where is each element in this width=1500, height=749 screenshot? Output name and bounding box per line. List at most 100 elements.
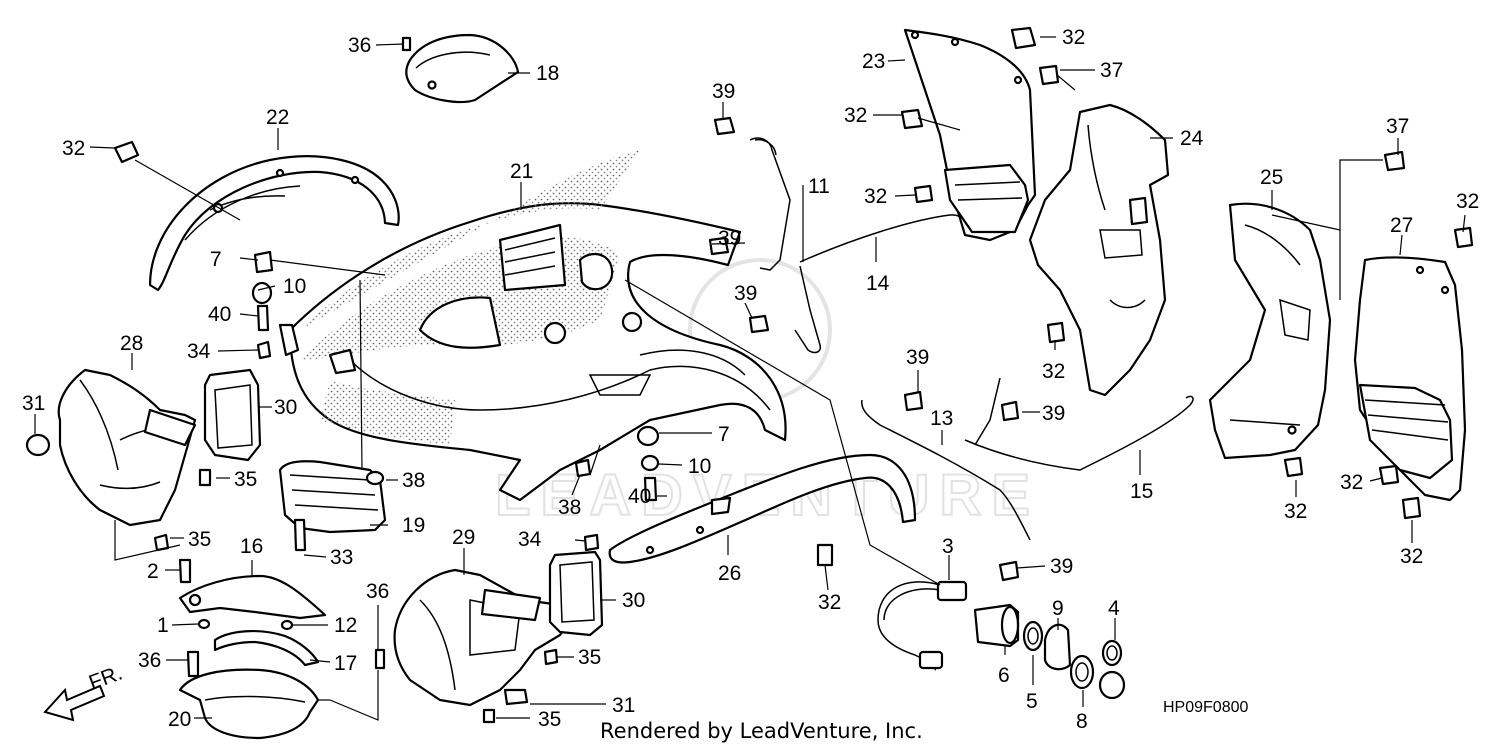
- callout-10-a: 10: [283, 275, 306, 298]
- diagram-code: HP09F0800: [1163, 699, 1248, 716]
- callout-5: 5: [1026, 690, 1038, 713]
- callout-39-b: 39: [718, 227, 741, 250]
- callout-1: 1: [157, 614, 169, 637]
- part-cap-9: [1043, 623, 1072, 671]
- callout-12: 12: [334, 614, 357, 637]
- callout-34-b: 34: [518, 528, 542, 551]
- part-socket-6: [973, 603, 1020, 648]
- callout-38-b: 38: [558, 496, 581, 519]
- callout-37-b: 37: [1386, 115, 1409, 138]
- callout-36-b: 36: [138, 649, 161, 672]
- callout-32-d: 32: [844, 104, 867, 127]
- part-duct-30a: [203, 368, 262, 462]
- callout-35-a: 35: [234, 468, 257, 491]
- callout-31-a: 31: [22, 392, 45, 415]
- callout-10-b: 10: [688, 455, 711, 478]
- callout-18: 18: [536, 62, 559, 85]
- part-mudguard-22: [148, 155, 400, 292]
- part-front-fender-21: [278, 150, 787, 502]
- callout-32-b: 32: [818, 591, 841, 614]
- part-seal-17: [213, 629, 320, 667]
- leader-lines: [34, 36, 1466, 721]
- callout-39-a: 39: [712, 80, 735, 103]
- part-stay-13: [861, 377, 1031, 541]
- callout-24: 24: [1180, 127, 1204, 150]
- callout-30-a: 30: [274, 396, 297, 419]
- part-panel-18: [405, 33, 520, 104]
- callout-11: 11: [808, 175, 830, 198]
- callout-32-c: 32: [1062, 26, 1085, 49]
- part-guard-27: [1353, 256, 1467, 502]
- part-inner-fender-24: [1028, 103, 1170, 397]
- part-washer-4: [1101, 639, 1123, 667]
- credit-text: Rendered by LeadVenture, Inc.: [600, 719, 923, 743]
- callout-9: 9: [1052, 597, 1064, 620]
- callout-14: 14: [866, 272, 890, 295]
- callout-33: 33: [330, 546, 353, 569]
- callout-labels: 36 18 22 32 21 7 10 40 34 28 30 31 35 38…: [22, 26, 1479, 733]
- callout-6: 6: [998, 664, 1010, 687]
- callout-39-c: 39: [734, 282, 757, 305]
- part-guard-25: [1208, 202, 1332, 460]
- callout-31-b: 31: [612, 694, 635, 717]
- callout-39-d: 39: [906, 346, 929, 369]
- callout-27: 27: [1390, 214, 1413, 237]
- part-inner-fender-23: [903, 28, 1037, 242]
- callout-38-a: 38: [402, 469, 425, 492]
- callout-7-a: 7: [210, 248, 222, 271]
- callout-2: 2: [147, 560, 159, 583]
- callout-35-c: 35: [578, 646, 601, 669]
- callout-40-a: 40: [208, 303, 231, 326]
- callout-32-h: 32: [1284, 500, 1307, 523]
- callout-34-a: 34: [187, 340, 211, 363]
- callout-28: 28: [120, 332, 143, 355]
- callout-22: 22: [266, 106, 289, 129]
- callout-20: 20: [168, 708, 191, 731]
- callout-30-b: 30: [622, 589, 645, 612]
- callout-7-b: 7: [718, 423, 730, 446]
- callout-16: 16: [240, 535, 263, 558]
- callout-32-f: 32: [1042, 360, 1065, 383]
- front-direction-arrow: FR.: [43, 662, 126, 722]
- callout-29: 29: [452, 526, 475, 549]
- callout-25: 25: [1260, 166, 1283, 189]
- callout-8: 8: [1076, 710, 1088, 733]
- callout-3: 3: [942, 535, 954, 558]
- callout-32-g: 32: [1456, 190, 1479, 213]
- callout-35-b: 35: [188, 528, 211, 551]
- callout-32-e: 32: [864, 185, 887, 208]
- callout-23: 23: [862, 50, 885, 73]
- part-stay-11: [749, 137, 791, 271]
- callout-21: 21: [510, 160, 533, 183]
- callout-4: 4: [1108, 597, 1120, 620]
- part-nut-5: [1022, 620, 1044, 652]
- part-duct-19: [278, 460, 387, 534]
- callout-15: 15: [1130, 480, 1153, 503]
- callout-36-c: 36: [366, 580, 389, 603]
- front-marker-label: FR.: [86, 662, 126, 695]
- callout-37-a: 37: [1100, 59, 1123, 82]
- callout-32-i: 32: [1340, 471, 1363, 494]
- fasteners: [25, 26, 1474, 724]
- callout-32-a: 32: [62, 137, 85, 160]
- callout-32-j: 32: [1400, 545, 1423, 568]
- callout-26: 26: [718, 562, 741, 585]
- callout-17: 17: [334, 652, 357, 675]
- callout-39-e: 39: [1042, 402, 1065, 425]
- part-harness-3: [877, 580, 968, 671]
- callout-35-d: 35: [538, 708, 561, 731]
- part-stay-15: [964, 395, 1194, 471]
- part-side-cover-28: [57, 368, 197, 527]
- part-lid-20: [178, 668, 320, 740]
- part-guard-26: [608, 453, 917, 564]
- callout-13: 13: [930, 407, 953, 430]
- part-panel-29: [393, 568, 577, 707]
- callout-39-f: 39: [1050, 555, 1073, 578]
- part-grommet-8: [1069, 654, 1126, 700]
- callout-36-a: 36: [348, 34, 371, 57]
- part-cover-16: [178, 574, 327, 620]
- part-duct-30b: [548, 550, 604, 637]
- callout-40-b: 40: [628, 485, 651, 508]
- callout-19: 19: [402, 514, 425, 537]
